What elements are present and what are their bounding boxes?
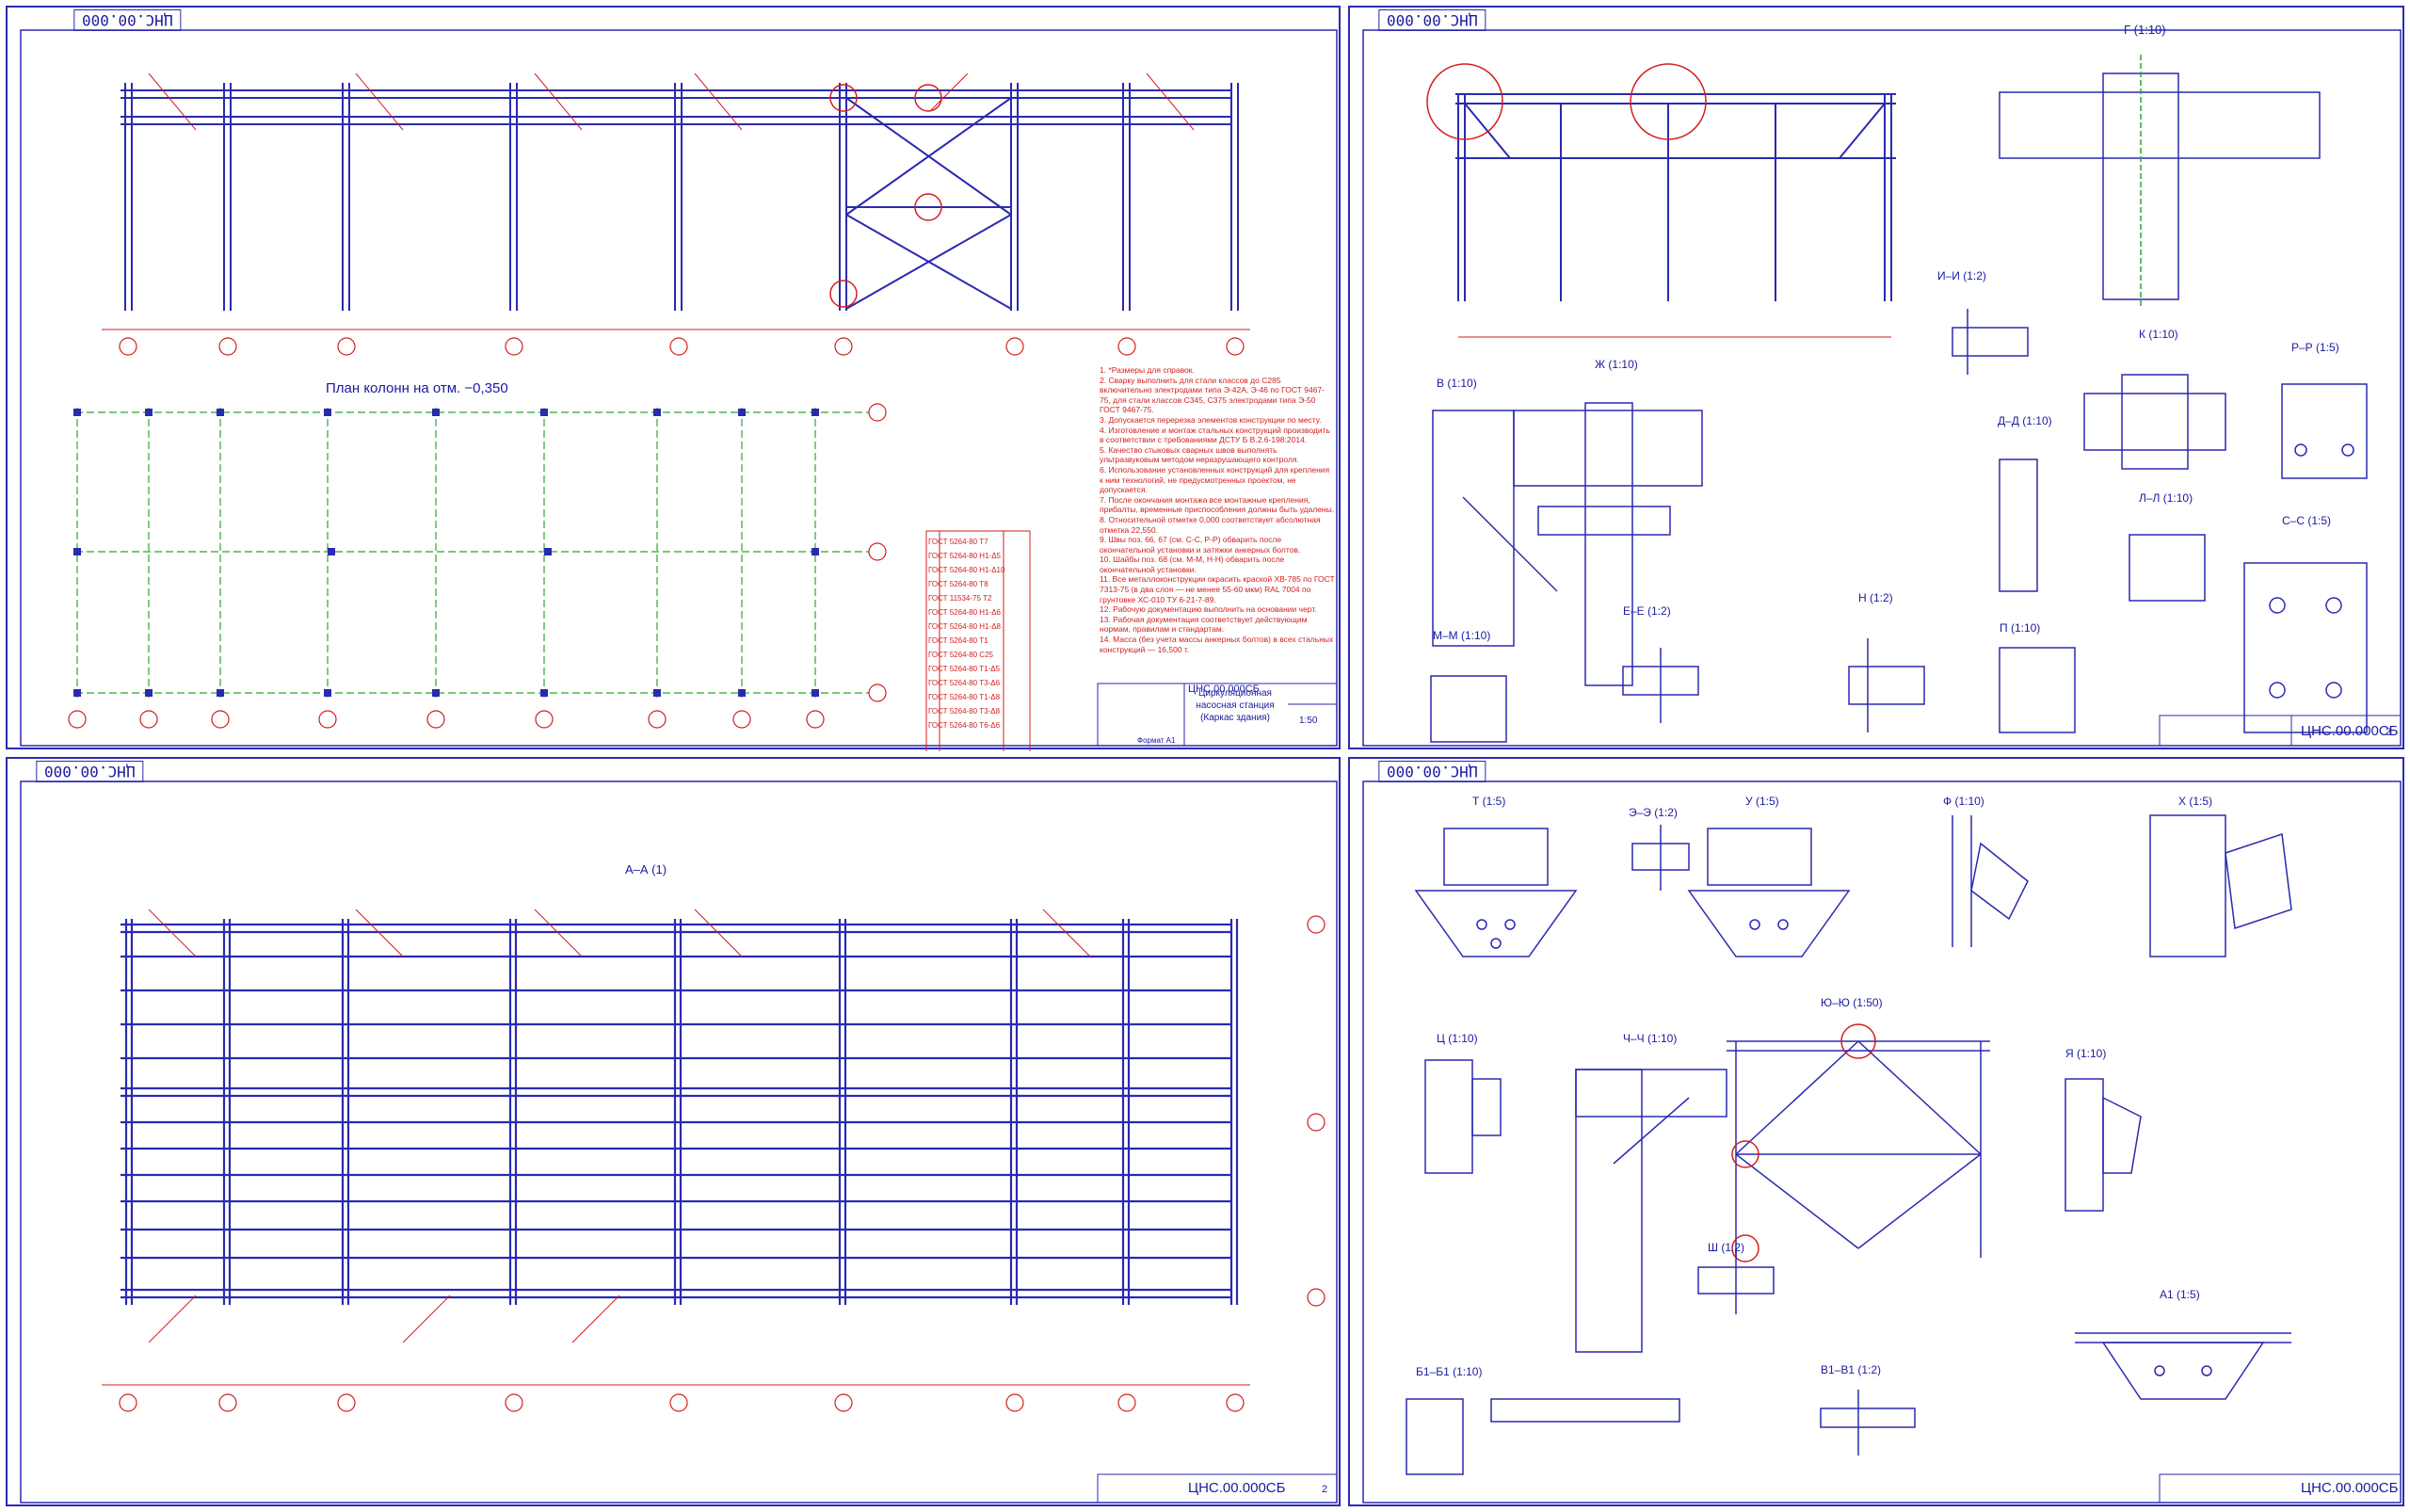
detail-s-s-label: С–С (1:5) xyxy=(2282,514,2332,527)
detail-m-m xyxy=(1430,675,1507,743)
detail-g-label: Г (1:10) xyxy=(2124,23,2166,37)
sheet-number: 3 xyxy=(2386,727,2392,738)
detail-x-label: Х (1:5) xyxy=(2178,795,2213,808)
detail-yu-yu xyxy=(1727,1040,1990,1258)
detail-ya-label: Я (1:10) xyxy=(2065,1047,2107,1060)
detail-zh xyxy=(1537,402,1671,686)
roof-leaders xyxy=(148,909,1091,1343)
column-plan xyxy=(75,408,874,700)
title-block-text: Циркуляционная насосная станция (Каркас … xyxy=(1196,688,1275,723)
detail-i-i xyxy=(1952,309,2029,375)
drawing-code: ЦНС.00.000СБ xyxy=(2301,723,2399,739)
cross-bracing xyxy=(845,97,1012,310)
detail-zh-label: Ж (1:10) xyxy=(1595,358,1638,371)
axis-bubbles xyxy=(119,337,1245,356)
detail-t xyxy=(1414,828,1578,957)
detail-f xyxy=(1952,815,2029,947)
format-label: Формат А1 xyxy=(1137,736,1176,745)
detail-ch-ch xyxy=(1575,1069,1727,1353)
detail-e-e-label: Э–Э (1:2) xyxy=(1629,806,1678,819)
detail-i-i-label: И–И (1:2) xyxy=(1937,269,1986,282)
detail-sh-label: Ш (1:2) xyxy=(1708,1241,1745,1254)
detail-a1 xyxy=(2075,1332,2291,1400)
detail-k xyxy=(2083,374,2226,470)
detail-g xyxy=(1999,55,2321,309)
detail-x xyxy=(2149,814,2292,957)
sheet-1: ЦНС.00.000 xyxy=(6,6,1341,751)
plan-title: А–А (1) xyxy=(625,862,667,877)
drawing-code: ЦНС.00.000СБ xyxy=(2301,1480,2399,1496)
drawing-code: ЦНС.00.000СБ xyxy=(1188,1480,1286,1496)
detail-e-e-label: Е–Е (1:2) xyxy=(1623,604,1671,618)
title-block xyxy=(2159,1473,2402,1504)
detail-m-m-label: М–М (1:10) xyxy=(1433,629,1491,642)
detail-v xyxy=(1432,410,1703,647)
detail-u-label: У (1:5) xyxy=(1745,795,1779,808)
detail-b1-b1 xyxy=(1406,1398,1680,1475)
roof-main-beams xyxy=(124,919,1239,1305)
elevation-columns xyxy=(124,83,1239,311)
detail-e-e xyxy=(1631,825,1690,891)
detail-ts-label: Ц (1:10) xyxy=(1437,1032,1478,1045)
detail-ya xyxy=(2065,1078,2142,1212)
detail-yu-yu-label: Ю–Ю (1:50) xyxy=(1821,996,1883,1009)
detail-l-l xyxy=(2129,534,2206,602)
detail-r-r xyxy=(2281,383,2368,479)
detail-l-l-label: Л–Л (1:10) xyxy=(2139,491,2193,505)
frame-elevation-drawing xyxy=(20,29,1338,751)
detail-b1-b1-label: Б1–Б1 (1:10) xyxy=(1416,1365,1483,1378)
leader-lines xyxy=(148,72,1195,131)
detail-e-e xyxy=(1622,648,1699,723)
detail-callouts xyxy=(829,84,942,308)
detail-v1-v1-label: В1–В1 (1:2) xyxy=(1821,1363,1882,1376)
plan-columns xyxy=(73,409,819,697)
detail-d-d-label: Д–Д (1:10) xyxy=(1998,414,2052,427)
drawing-code: ЦНС.00.000СБ xyxy=(1188,684,1260,695)
connection-details-drawing xyxy=(1362,780,2402,1504)
detail-r-r-label: Р–Р (1:5) xyxy=(2291,341,2339,354)
detail-ts xyxy=(1424,1059,1502,1174)
sheet-3: ЦНС.00.000 xyxy=(6,757,1341,1506)
frame-elevation xyxy=(1455,93,1896,301)
detail-a1-label: А1 (1:5) xyxy=(2160,1288,2200,1301)
detail-p-label: П (1:10) xyxy=(2000,621,2041,635)
detail-ch-ch-label: Ч–Ч (1:10) xyxy=(1623,1032,1678,1045)
detail-s-s xyxy=(2243,562,2368,733)
title-block xyxy=(1097,683,1338,747)
detail-f-label: Ф (1:10) xyxy=(1943,795,1984,808)
sheet-2: ЦНС.00.000 xyxy=(1348,6,2404,749)
spec-table xyxy=(925,530,1031,751)
axis-bubbles xyxy=(119,915,1326,1412)
roof-plan-drawing xyxy=(20,780,1338,1504)
title-block xyxy=(1097,1473,1338,1504)
plan-title: План колонн на отм. −0,350 xyxy=(326,380,508,396)
title-block xyxy=(2159,715,2402,747)
detail-v1-v1 xyxy=(1820,1390,1916,1456)
detail-u xyxy=(1687,828,1851,957)
details-drawing xyxy=(1362,29,2402,747)
detail-d-d xyxy=(1999,458,2076,733)
sheet-4: ЦНС.00.000 xyxy=(1348,757,2404,1506)
detail-v-label: В (1:10) xyxy=(1437,377,1477,390)
detail-k-label: К (1:10) xyxy=(2139,328,2178,341)
scale-label: 1:50 xyxy=(1299,716,1318,726)
sheet-number: 2 xyxy=(1322,1484,1328,1495)
detail-n-label: Н (1:2) xyxy=(1858,591,1893,604)
general-notes: 1. *Размеры для справок. 2. Сварку выпол… xyxy=(1100,365,1335,654)
detail-n xyxy=(1848,638,1925,732)
detail-t-label: Т (1:5) xyxy=(1472,795,1506,808)
detail-sh xyxy=(1697,1248,1775,1314)
